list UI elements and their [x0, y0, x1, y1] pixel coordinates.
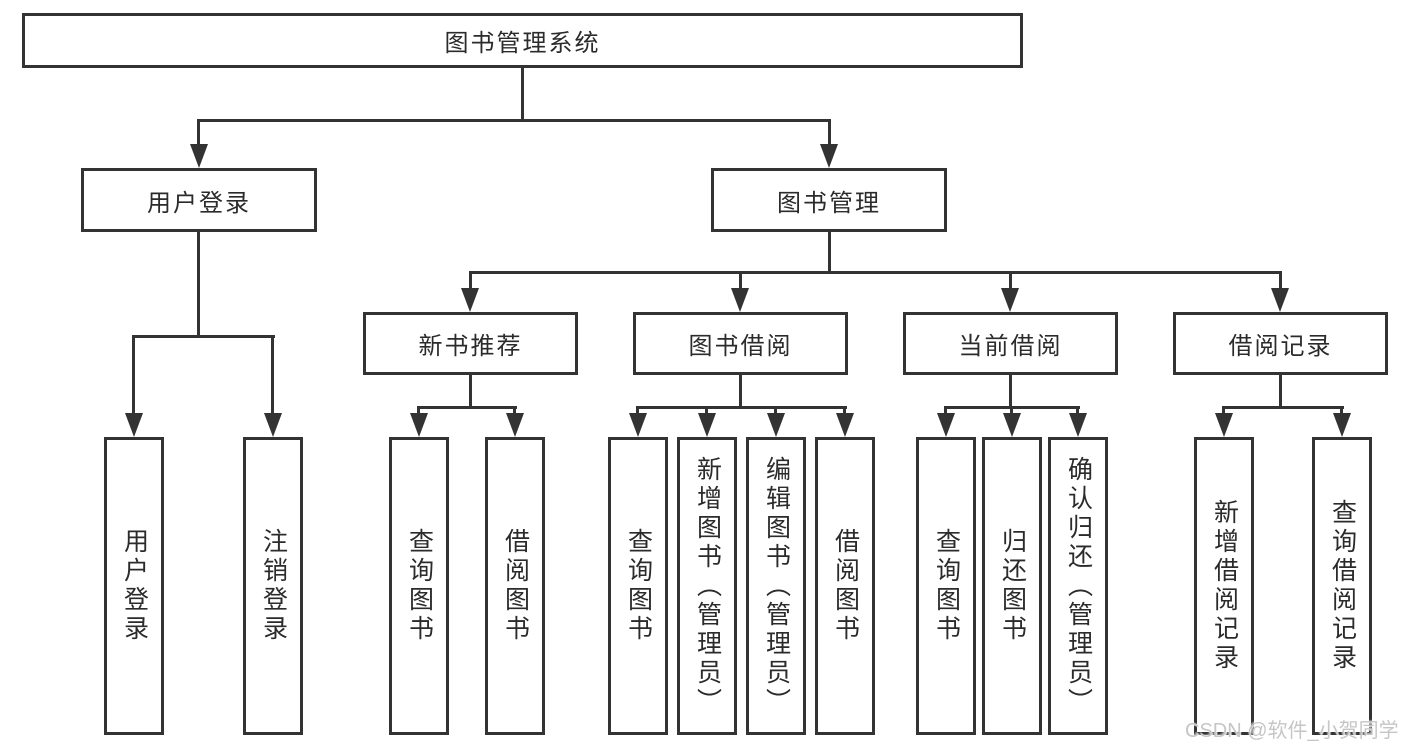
leaf-bookborrow-edit: 编辑图书（管理员）: [746, 437, 806, 735]
connector-currentborrow-stem: [1009, 373, 1012, 409]
connector-currentborrow-drop-1: [944, 406, 947, 418]
arrowhead-bookborrow-leaf-4: [836, 413, 854, 437]
arrowhead-records-leaf-1: [1215, 413, 1233, 437]
arrowhead-newbooks-leaf-2: [506, 413, 524, 437]
connector-records-drop-1: [1222, 406, 1225, 418]
arrowhead-bookborrow-leaf-2: [698, 413, 716, 437]
leaf-bookborrow-query-label: 查询图书: [624, 528, 653, 644]
arrowhead-currentborrow-leaf-3: [1069, 413, 1087, 437]
node-book-management-label: 图书管理: [777, 189, 881, 217]
leaf-currentborrow-query-label: 查询图书: [932, 528, 961, 644]
connector-bookborrow-drop-4: [843, 406, 846, 418]
leaf-bookborrow-add-label: 新增图书（管理员）: [693, 455, 722, 717]
leaf-currentborrow-query: 查询图书: [916, 437, 976, 735]
leaf-currentborrow-return-label: 归还图书: [998, 528, 1027, 644]
connector-newbooks-drop-1: [417, 406, 420, 418]
arrowhead-currentborrow-leaf-1: [937, 413, 955, 437]
node-book-borrow: 图书借阅: [633, 312, 848, 375]
connector-bookborrow-drop-2: [705, 406, 708, 418]
leaf-user-login-label: 用户登录: [120, 528, 149, 644]
node-book-management: 图书管理: [711, 168, 947, 232]
connector-bookborrow-drop-3: [774, 406, 777, 418]
leaf-logout: 注销登录: [243, 437, 303, 735]
connector-login-hbar: [132, 335, 275, 338]
node-current-borrow: 当前借阅: [903, 312, 1118, 375]
leaf-user-login: 用户登录: [104, 437, 164, 735]
leaf-bookborrow-add: 新增图书（管理员）: [677, 437, 737, 735]
connector-bookborrow-drop-1: [636, 406, 639, 418]
connector-drop-user-login: [197, 119, 200, 147]
leaf-currentborrow-confirm: 确认归还（管理员）: [1048, 437, 1108, 735]
node-user-login-label: 用户登录: [147, 189, 251, 217]
leaf-newbooks-borrow: 借阅图书: [485, 437, 545, 735]
connector-mgmt-hbar: [469, 271, 1282, 274]
leaf-records-add-label: 新增借阅记录: [1210, 499, 1239, 673]
leaf-bookborrow-borrow-label: 借阅图书: [831, 528, 860, 644]
connector-mgmt-drop-4: [1279, 271, 1282, 291]
leaf-bookborrow-borrow: 借阅图书: [815, 437, 875, 735]
arrowhead-section-borrow-records: [1271, 288, 1289, 312]
leaf-records-add: 新增借阅记录: [1194, 437, 1254, 735]
connector-records-drop-2: [1340, 406, 1343, 418]
leaf-logout-label: 注销登录: [259, 528, 288, 644]
arrowhead-section-new-books: [461, 288, 479, 312]
root-node-label: 图书管理系统: [444, 30, 601, 57]
arrowhead-login-leaf-1: [125, 413, 143, 437]
root-node-library-system: 图书管理系统: [22, 13, 1023, 68]
arrowhead-currentborrow-leaf-2: [1003, 413, 1021, 437]
connector-newbooks-drop-2: [513, 406, 516, 418]
node-new-books: 新书推荐: [363, 312, 578, 375]
arrowhead-book-management: [820, 144, 838, 168]
leaf-newbooks-borrow-label: 借阅图书: [501, 528, 530, 644]
arrowhead-records-leaf-2: [1333, 413, 1351, 437]
leaf-currentborrow-confirm-label: 确认归还（管理员）: [1064, 455, 1093, 717]
watermark: CSDN @软件_小贺同学: [1185, 720, 1399, 742]
connector-mgmt-drop-3: [1009, 271, 1012, 291]
leaf-newbooks-query: 查询图书: [389, 437, 449, 735]
leaf-records-query: 查询借阅记录: [1312, 437, 1372, 735]
connector-mgmt-stem: [828, 231, 831, 274]
connector-newbooks-hbar: [417, 406, 517, 409]
connector-root-hbar: [197, 119, 831, 122]
connector-drop-book-management: [828, 119, 831, 147]
node-book-borrow-label: 图书借阅: [688, 333, 793, 360]
leaf-bookborrow-query: 查询图书: [608, 437, 668, 735]
leaf-currentborrow-return: 归还图书: [982, 437, 1042, 735]
node-user-login: 用户登录: [81, 168, 317, 232]
connector-currentborrow-drop-3: [1076, 406, 1079, 418]
leaf-records-query-label: 查询借阅记录: [1328, 499, 1357, 673]
connector-login-drop-1: [132, 335, 135, 415]
node-new-books-label: 新书推荐: [418, 333, 523, 360]
node-borrow-records-label: 借阅记录: [1228, 333, 1333, 360]
arrowhead-bookborrow-leaf-3: [767, 413, 785, 437]
connector-records-hbar: [1222, 406, 1344, 409]
arrowhead-user-login: [190, 144, 208, 168]
connector-records-stem: [1279, 373, 1282, 409]
connector-mgmt-drop-1: [469, 271, 472, 291]
connector-login-drop-2: [271, 335, 274, 415]
connector-mgmt-drop-2: [739, 271, 742, 291]
connector-currentborrow-drop-2: [1010, 406, 1013, 418]
arrowhead-section-current-borrow: [1001, 288, 1019, 312]
arrowhead-newbooks-leaf-1: [410, 413, 428, 437]
node-current-borrow-label: 当前借阅: [958, 333, 1063, 360]
arrowhead-login-leaf-2: [264, 413, 282, 437]
connector-login-stem: [197, 231, 200, 338]
arrowhead-bookborrow-leaf-1: [629, 413, 647, 437]
leaf-newbooks-query-label: 查询图书: [405, 528, 434, 644]
arrowhead-section-book-borrow: [731, 288, 749, 312]
leaf-bookborrow-edit-label: 编辑图书（管理员）: [762, 455, 791, 717]
connector-newbooks-stem: [469, 373, 472, 409]
connector-bookborrow-hbar: [636, 406, 847, 409]
connector-bookborrow-stem: [739, 373, 742, 409]
node-borrow-records: 借阅记录: [1173, 312, 1388, 375]
connector-root-stem: [521, 67, 524, 121]
